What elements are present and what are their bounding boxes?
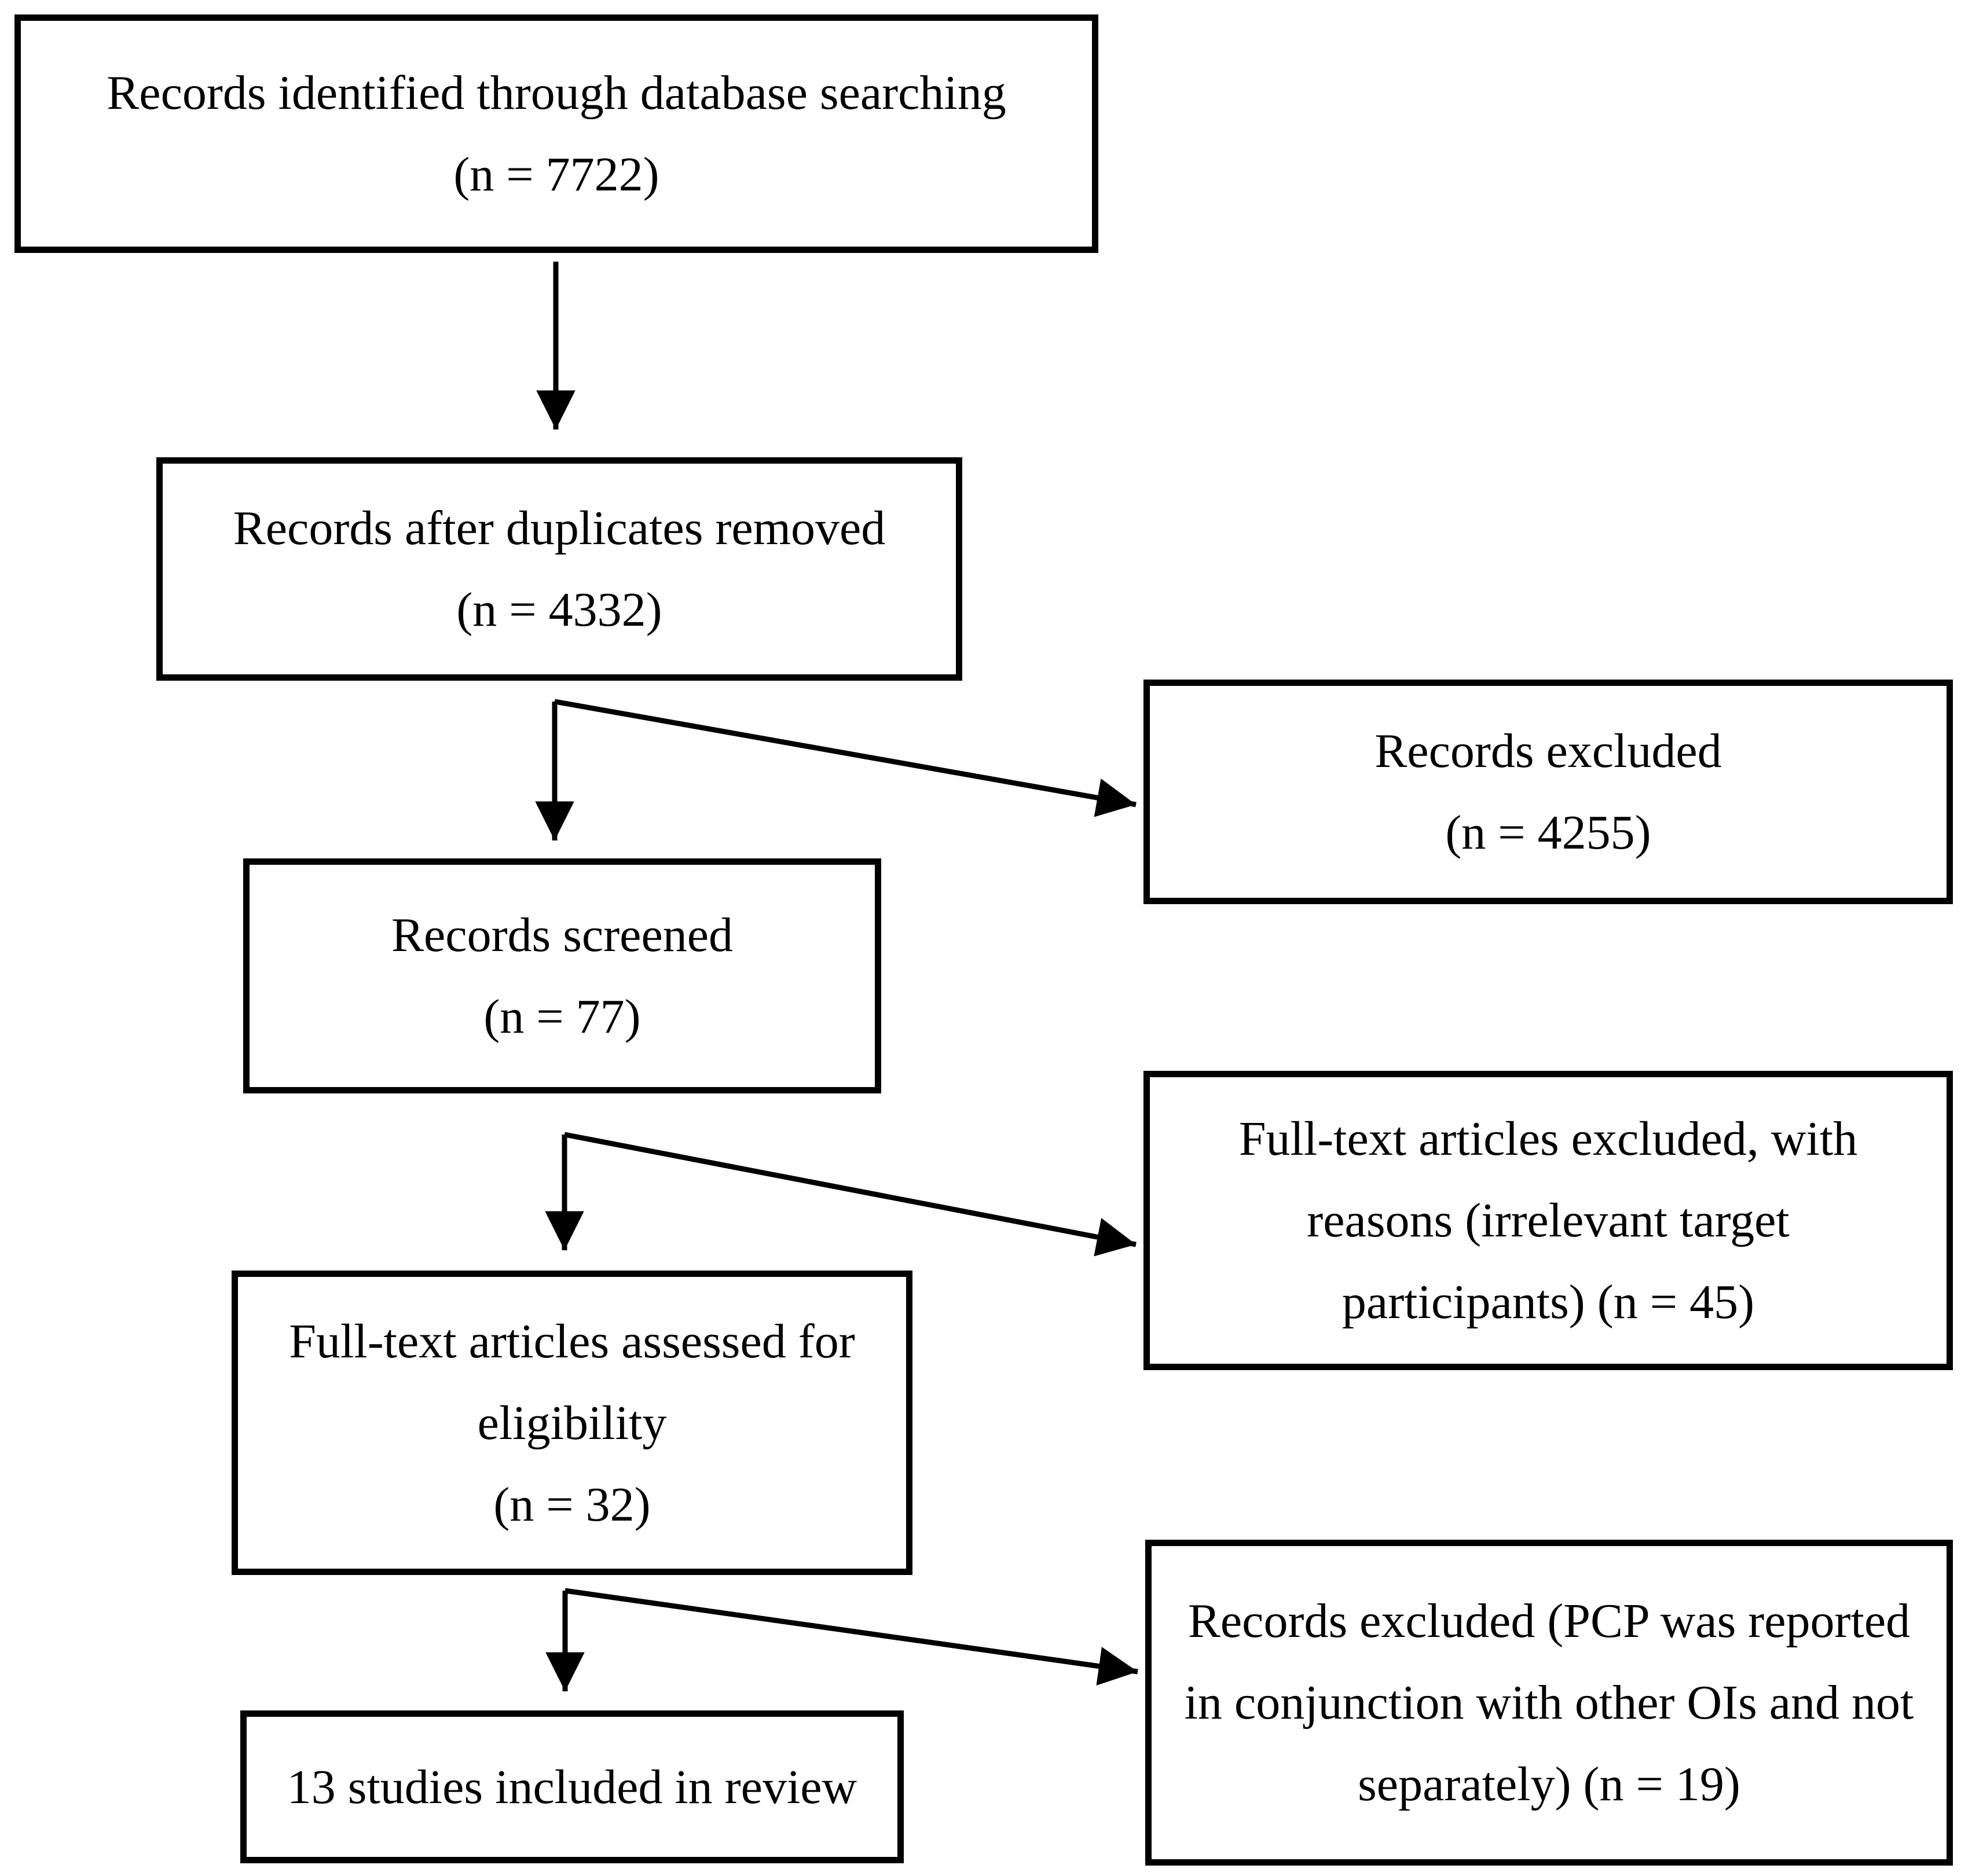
box-line: 13 studies included in review (287, 1760, 857, 1814)
box-records-identified: Records identified through database sear… (14, 14, 1098, 253)
box-records-screened: Records screened (n = 77) (243, 858, 881, 1093)
arrow-dedup-to-excluded (554, 699, 1137, 817)
box-records-excluded-pcp: Records excluded (PCP was reported in co… (1145, 1540, 1953, 1866)
box-count: (n = 4255) (1445, 806, 1651, 860)
box-line: Full-text articles excluded, with (1238, 1112, 1858, 1166)
box-count: participants) (n = 45) (1341, 1275, 1755, 1329)
box-count: (n = 7722) (453, 148, 659, 201)
box-count: (n = 32) (493, 1477, 651, 1532)
box-line: reasons (irrelevant target (1307, 1194, 1790, 1247)
box-fulltext-assessed: Full-text articles assessed for eligibil… (232, 1271, 912, 1575)
box-records-after-duplicates: Records after duplicates removed (n = 43… (156, 457, 962, 681)
box-count: (n = 77) (483, 990, 641, 1044)
box-line: Records excluded (PCP was reported (1187, 1594, 1911, 1648)
box-records-excluded: Records excluded (n = 4255) (1143, 680, 1953, 904)
box-studies-included: 13 studies included in review (240, 1710, 904, 1863)
box-fulltext-excluded: Full-text articles excluded, with reason… (1143, 1071, 1953, 1370)
box-line: eligibility (477, 1396, 667, 1450)
box-line: Records identified through database sear… (107, 66, 1006, 120)
arrow-assessed-to-pcp-excluded (565, 1588, 1138, 1686)
box-line: Records screened (391, 908, 734, 962)
box-count: separately) (n = 19) (1358, 1757, 1740, 1811)
box-line: Records after duplicates removed (233, 501, 886, 555)
arrow-screened-to-ft-excluded (564, 1132, 1137, 1257)
box-line: in conjunction with other OIs and not (1184, 1676, 1914, 1730)
box-line: Full-text articles assessed for (289, 1314, 855, 1368)
box-count: (n = 4332) (456, 583, 662, 637)
box-line: Records excluded (1374, 724, 1722, 778)
